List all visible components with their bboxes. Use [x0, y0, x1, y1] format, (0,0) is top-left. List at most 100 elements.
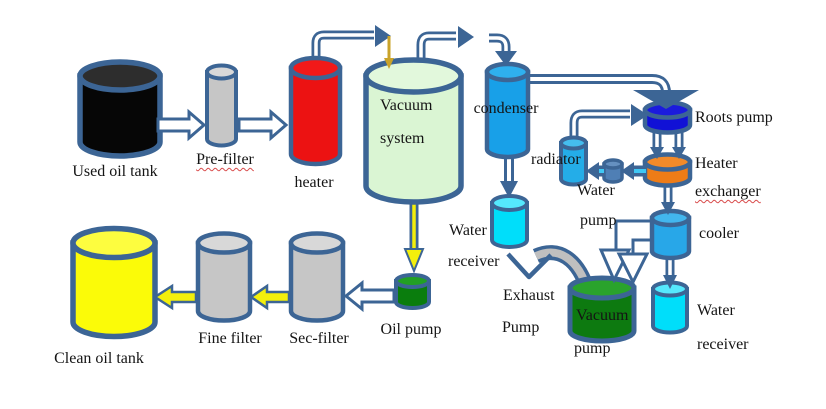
- sec-filter-cylinder: [288, 231, 346, 323]
- radiator-label: radiator: [531, 151, 581, 168]
- arrow-finefilter-to-cleantank: [152, 283, 198, 311]
- pipe-vacuum-to-condenser-b-inner: [489, 36, 508, 52]
- vacuum-system-body: [363, 73, 464, 205]
- cooler-top: [649, 208, 692, 228]
- arrowhead-into-vacuum: [375, 25, 391, 47]
- radiator-body: [559, 141, 588, 187]
- pre-filter-cylinder: [205, 63, 238, 148]
- vacuum-system-label-line2: system: [380, 130, 425, 147]
- vacuum-pump-label-line1: Vacuum: [576, 307, 629, 324]
- vacuum-pump-label-line2: pump: [574, 340, 611, 357]
- water-pump-cylinder: [602, 158, 624, 184]
- water-pump-label-line2: pump: [580, 212, 617, 229]
- roots-pump-label: Roots pump: [695, 109, 773, 126]
- fine-filter-label: Fine filter: [198, 330, 262, 347]
- water-circuit-arrows: [586, 162, 646, 180]
- water-receiver-1-cylinder: [490, 194, 529, 249]
- heater-body: [288, 65, 343, 167]
- vessels: [70, 55, 693, 344]
- vacuum-system-top: [363, 57, 464, 95]
- water-receiver-1-body: [490, 201, 529, 249]
- pre-filter-label: Pre-filter: [196, 151, 254, 168]
- arrowhead-condenser-to-receiver1: [500, 181, 518, 198]
- oil-pump-top: [394, 273, 431, 289]
- water-receiver-1-label-line1: Water: [449, 222, 487, 239]
- vacuum-system-cylinder: [363, 57, 464, 205]
- clean-oil-tank-cylinder: [70, 225, 158, 340]
- arrowhead-cooler-to-receiver2: [663, 275, 677, 289]
- oil-pump-cylinder: [394, 273, 431, 310]
- sec-filter-top: [288, 231, 346, 255]
- exhaust-pump-label-line1: Exhaust: [503, 287, 555, 304]
- gold-feed-arrowhead: [384, 58, 394, 69]
- pipe-vacuum-to-condenser-a: [416, 31, 456, 60]
- water-receiver-2-label-line1: Water: [697, 302, 735, 319]
- pipe-cooler-to-vacpump-a: [614, 219, 652, 252]
- arrowhead-into-condenser: [495, 51, 517, 66]
- arrow-prefilter-to-heater: [237, 108, 289, 142]
- water-receiver-1-top: [490, 194, 529, 212]
- arrow-secfilter-to-finefilter: [248, 283, 291, 311]
- water-receiver-2-body: [651, 287, 689, 335]
- arrowhead-roots-to-exchanger-a: [650, 147, 664, 159]
- water-pump-top: [602, 158, 624, 170]
- roots-pump-cylinder: [642, 100, 693, 135]
- clean-oil-tank-label: Clean oil tank: [54, 350, 144, 367]
- heater-exchanger-cylinder: [642, 152, 693, 188]
- heater-exchanger-label-line2: exchanger: [695, 183, 761, 200]
- pre-filter-top: [205, 63, 238, 81]
- heater-exchanger-top: [642, 152, 693, 172]
- pipe-cooler-to-vacpump-b: [631, 238, 652, 257]
- heater-label: heater: [294, 174, 334, 191]
- used-oil-tank: [77, 59, 163, 159]
- arrowhead-vacuum-out: [458, 26, 474, 48]
- radiator-top: [559, 135, 588, 151]
- fine-filter-body: [195, 240, 253, 323]
- exhaust-pump-label-line2: Pump: [502, 319, 540, 336]
- used-oil-tank-label: Used oil tank: [72, 163, 158, 180]
- used-oil-tank-top: [77, 59, 163, 93]
- heater-cylinder: [288, 55, 343, 167]
- vacuum-pump-body: [567, 285, 637, 344]
- water-receiver-2-label-line2: receiver: [697, 336, 749, 353]
- condenser-body: [484, 69, 531, 160]
- clean-oil-tank-body: [70, 240, 158, 340]
- radiator-cylinder: [559, 135, 588, 187]
- cooler-body: [649, 215, 692, 261]
- water-pump-label-line1: Water: [577, 182, 615, 199]
- fine-filter-cylinder: [195, 231, 253, 323]
- pipe-radiator-to-roots-inner: [572, 112, 630, 144]
- water-receiver-1-label-line2: receiver: [448, 253, 500, 270]
- cooler-cylinder: [649, 208, 692, 261]
- sec-filter-label: Sec-filter: [289, 330, 349, 347]
- cooler-label: cooler: [699, 225, 739, 242]
- pipe-vacuum-to-condenser-a-inner: [419, 34, 456, 60]
- arrowhead-into-roots-top: [633, 90, 699, 109]
- clean-oil-tank-top: [70, 225, 158, 261]
- vacuum-pump-cylinder: [567, 275, 637, 344]
- arrow-tank-to-prefilter: [156, 108, 207, 142]
- arrowhead-radiator-to-roots: [631, 104, 648, 126]
- exhaust-arrowhead: [506, 252, 553, 280]
- vacuum-pump-top: [567, 275, 637, 301]
- condenser-cylinder: [484, 61, 531, 160]
- arrowhead-roots-to-exchanger-b: [672, 147, 686, 159]
- sec-filter-body: [288, 240, 346, 323]
- arrow-oilpump-to-secfilter: [343, 279, 396, 313]
- fine-filter-top: [195, 231, 253, 255]
- arrows-over: [152, 25, 699, 313]
- arrowhead-exchanger-to-cooler: [661, 202, 675, 215]
- arrowhead-vacuum-to-oilpump: [403, 248, 425, 274]
- condenser-top: [484, 61, 531, 83]
- gold-feed-arrow: [384, 36, 394, 69]
- water-receiver-2-cylinder: [651, 280, 689, 335]
- vacuum-system-label-line1: Vacuum: [380, 97, 433, 114]
- arrowhead-exchanger-to-waterpump: [621, 162, 634, 180]
- heater-top: [288, 55, 343, 81]
- pipe-heater-to-vacuum-inner: [314, 33, 374, 70]
- heater-exchanger-label-line1: Heater: [695, 155, 738, 172]
- condenser-label: condenser: [473, 100, 539, 117]
- arrowhead-cooler-to-vacpump-b: [616, 252, 650, 286]
